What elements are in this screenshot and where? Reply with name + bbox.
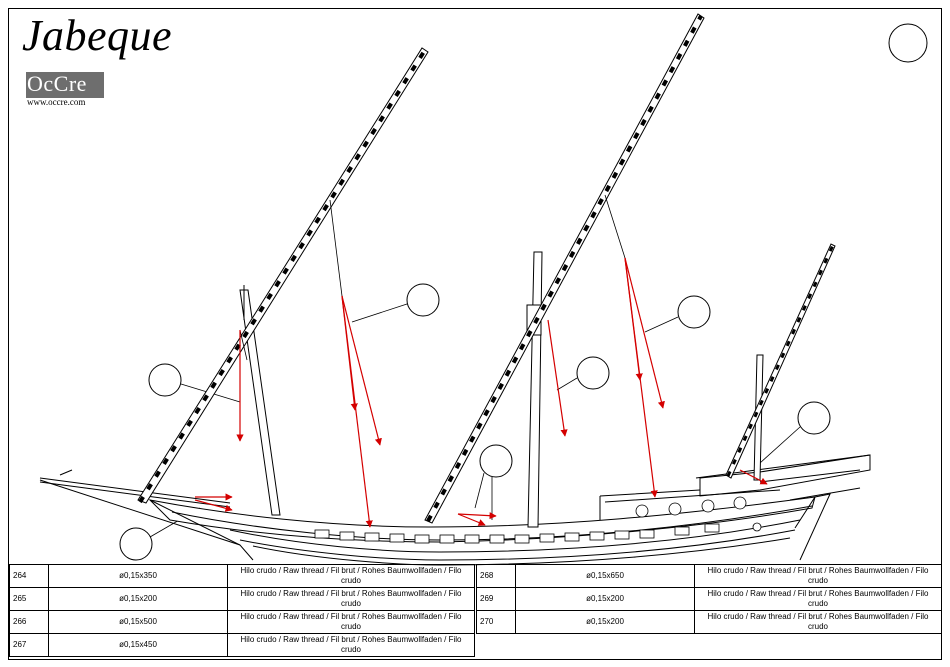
- table-row: 269 ø0,15x200 Hilo crudo / Raw thread / …: [476, 587, 942, 611]
- callout-circle: [479, 444, 513, 478]
- leader-line: [556, 377, 578, 391]
- callout-circle: [119, 527, 153, 561]
- gunports: [314, 496, 762, 544]
- part-material: Hilo crudo / Raw thread / Fil brut / Roh…: [694, 587, 942, 611]
- part-ref: 269: [476, 587, 516, 611]
- plan-sheet-border: [8, 8, 942, 660]
- part-material: Hilo crudo / Raw thread / Fil brut / Roh…: [694, 564, 942, 588]
- occre-logo: [26, 72, 104, 98]
- part-ref: 270: [476, 610, 516, 634]
- callout-circle: [797, 401, 831, 435]
- part-ref: 264: [9, 564, 49, 588]
- part-size: ø0,15x200: [515, 610, 695, 634]
- part-size: ø0,15x650: [515, 564, 695, 588]
- parts-table-right: 268 ø0,15x650 Hilo crudo / Raw thread / …: [476, 564, 942, 634]
- part-ref: 267: [9, 633, 49, 657]
- parts-table-left: 264 ø0,15x350 Hilo crudo / Raw thread / …: [9, 564, 475, 657]
- part-material: Hilo crudo / Raw thread / Fil brut / Roh…: [227, 587, 475, 611]
- occre-logo-text: OcCre: [27, 71, 87, 96]
- callout-circle: [576, 356, 610, 390]
- table-row: 270 ø0,15x200 Hilo crudo / Raw thread / …: [476, 610, 942, 634]
- fore-lateen-yard: [137, 47, 429, 504]
- part-ref: 266: [9, 610, 49, 634]
- bowsprit: [39, 469, 241, 546]
- callout-circle: [888, 23, 928, 63]
- callout-circle: [677, 295, 711, 329]
- table-row: 265 ø0,15x200 Hilo crudo / Raw thread / …: [9, 587, 475, 611]
- leader-line: [759, 426, 801, 464]
- rigging-arrows: [194, 257, 768, 528]
- hull: [148, 454, 871, 566]
- occre-logo-url: www.occre.com: [27, 97, 86, 107]
- mizzen-lateen-yard: [725, 243, 836, 479]
- part-size: ø0,15x200: [515, 587, 695, 611]
- part-size: ø0,15x200: [48, 587, 228, 611]
- table-row: 266 ø0,15x500 Hilo crudo / Raw thread / …: [9, 610, 475, 634]
- leader-line: [644, 316, 679, 333]
- leader-line: [474, 472, 485, 509]
- table-row: 267 ø0,15x450 Hilo crudo / Raw thread / …: [9, 633, 475, 657]
- callout-circle: [148, 363, 182, 397]
- main-lateen-yard: [424, 13, 705, 524]
- part-material: Hilo crudo / Raw thread / Fil brut / Roh…: [227, 564, 475, 588]
- part-ref: 265: [9, 587, 49, 611]
- rigging-lines: [239, 194, 626, 361]
- callout-circle: [406, 283, 440, 317]
- part-size: ø0,15x350: [48, 564, 228, 588]
- part-size: ø0,15x450: [48, 633, 228, 657]
- part-material: Hilo crudo / Raw thread / Fil brut / Roh…: [694, 610, 942, 634]
- part-material: Hilo crudo / Raw thread / Fil brut / Roh…: [227, 610, 475, 634]
- table-row: 264 ø0,15x350 Hilo crudo / Raw thread / …: [9, 564, 475, 588]
- fore-mast: [239, 285, 281, 516]
- part-ref: 268: [476, 564, 516, 588]
- table-row: 268 ø0,15x650 Hilo crudo / Raw thread / …: [476, 564, 942, 588]
- page-title: Jabeque: [22, 11, 173, 60]
- part-size: ø0,15x500: [48, 610, 228, 634]
- leader-line: [351, 303, 408, 323]
- main-mast: [526, 251, 543, 528]
- part-material: Hilo crudo / Raw thread / Fil brut / Roh…: [227, 633, 475, 657]
